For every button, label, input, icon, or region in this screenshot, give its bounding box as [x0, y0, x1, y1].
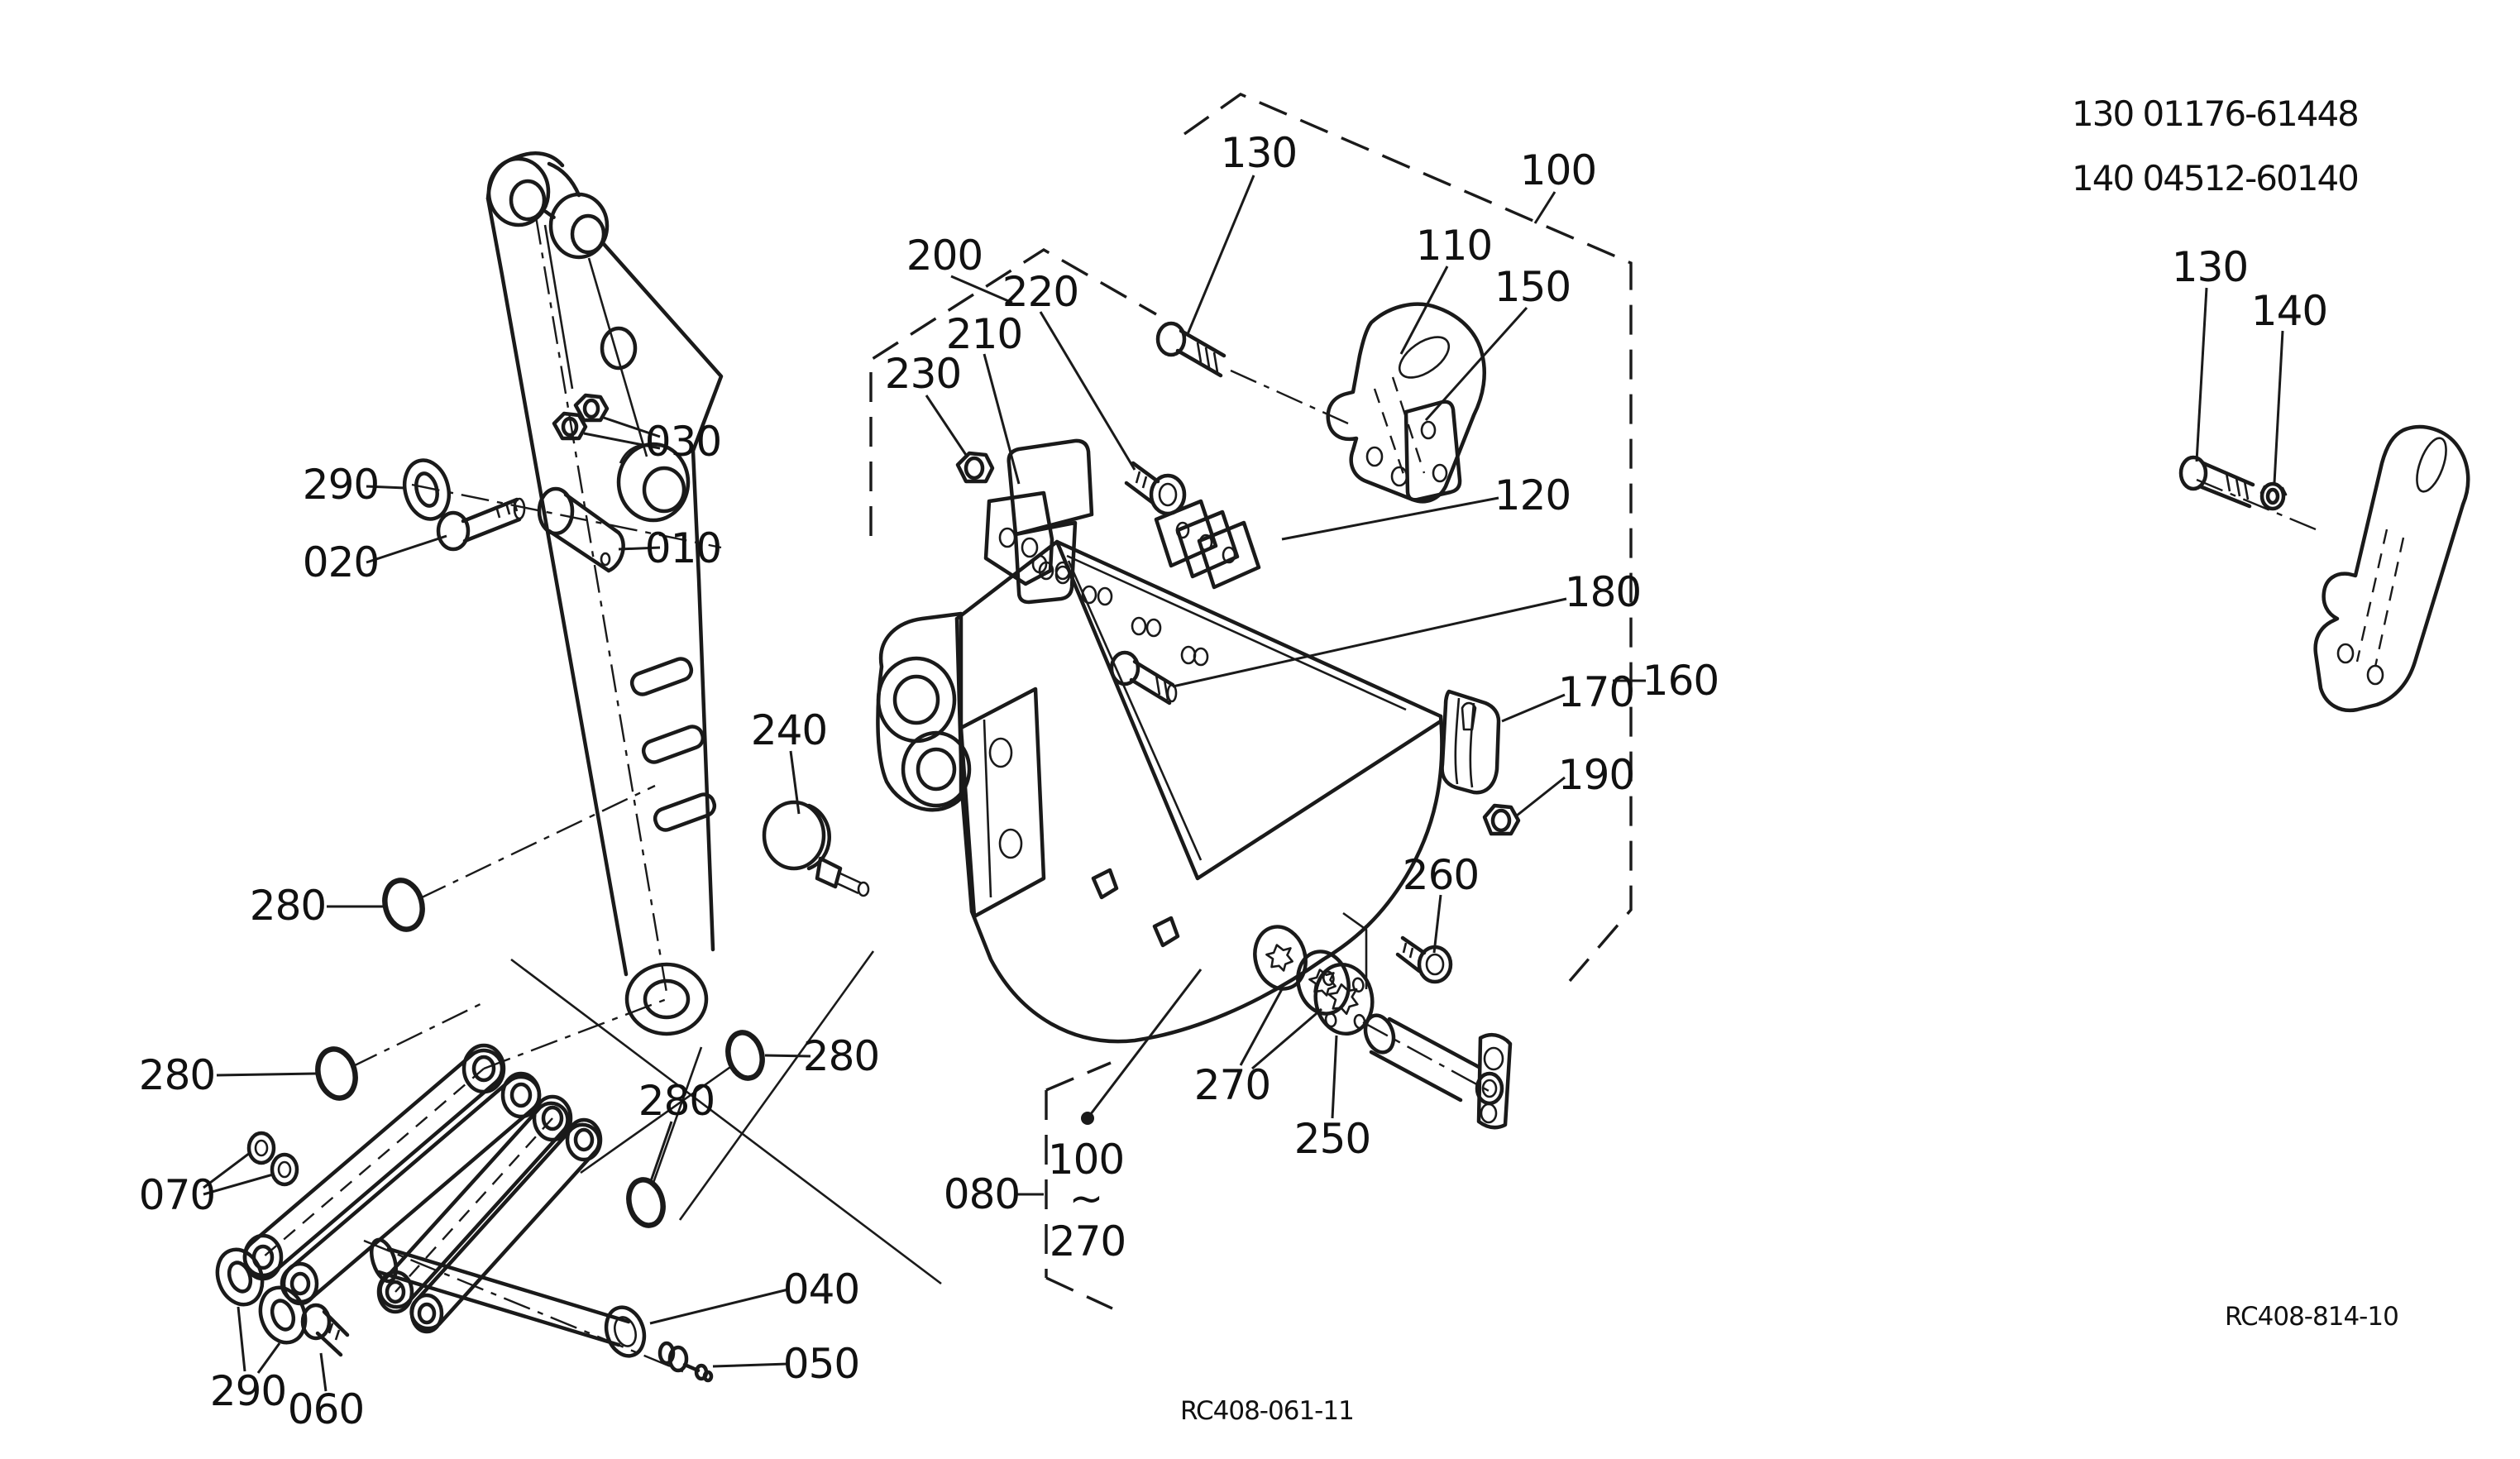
callout-~: ~: [1069, 1174, 1103, 1222]
callout-230: 230: [885, 350, 961, 398]
callout-290: 290: [210, 1367, 286, 1415]
callout-030: 030: [645, 418, 721, 466]
washers-290: [215, 1247, 308, 1345]
group-boundary-080: [1045, 1061, 1113, 1310]
lock-washers-270: [1253, 925, 1351, 1016]
shim-150: [1403, 399, 1462, 502]
callout-130: 130: [2172, 243, 2248, 291]
arm: [485, 151, 724, 1036]
group-boundary-200: [869, 248, 1157, 536]
callout-280: 280: [250, 882, 326, 930]
callout-290: 290: [303, 461, 379, 509]
washers-070: [246, 1131, 299, 1187]
callout-020: 020: [303, 538, 379, 586]
callout-260: 260: [1403, 851, 1479, 899]
bolt-180: [1109, 650, 1178, 706]
link-pin: [1362, 1013, 1513, 1130]
callout-190: 190: [1558, 751, 1634, 799]
callout-110: 110: [1416, 222, 1492, 270]
detail-tooth: [2313, 424, 2470, 713]
group-boundary-100: [1183, 93, 1633, 983]
callout-040: 040: [783, 1265, 859, 1313]
tooth-group: [1154, 302, 1486, 590]
callout-280: 280: [139, 1051, 215, 1099]
drawing-number-detail: RC408-814-10: [2225, 1302, 2398, 1332]
callout-280: 280: [803, 1032, 879, 1080]
bolt-060: [300, 1303, 350, 1357]
callout-270: 270: [1194, 1061, 1270, 1109]
callout-220: 220: [1002, 268, 1078, 316]
callout-100: 100: [1048, 1136, 1124, 1184]
callout-210: 210: [946, 310, 1022, 358]
callout-180: 180: [1565, 568, 1641, 616]
bushing-240: [762, 800, 870, 897]
callout-100: 100: [1520, 146, 1596, 194]
callout-270: 270: [1050, 1217, 1126, 1265]
callout-130: 130: [1221, 129, 1297, 177]
pin-040: [363, 1237, 687, 1375]
callout-050: 050: [783, 1340, 859, 1388]
callout-280: 280: [638, 1077, 715, 1125]
leader-lines: [203, 175, 1646, 1392]
bucket: [876, 490, 1444, 1044]
side-cutter-group: [955, 438, 1187, 605]
callout-070: 070: [139, 1171, 215, 1219]
callout-170: 170: [1558, 668, 1634, 716]
pivot-hardware: [402, 393, 722, 573]
callout-200: 200: [906, 232, 983, 280]
callout-140: 140: [2251, 287, 2327, 335]
bolt-130-main: [1155, 321, 1349, 425]
detail-nut-140: [2259, 481, 2288, 511]
grease-fitting-050: [657, 1341, 714, 1383]
callout-120: 120: [1494, 471, 1571, 519]
callout-080: 080: [944, 1170, 1020, 1218]
part-ref-line-1: 130 01176-61448: [2072, 93, 2358, 134]
adapter-group: [762, 689, 1521, 1130]
nut-230: [955, 451, 995, 484]
bolt-220: [1124, 461, 1187, 516]
drawing-number-main: RC408-061-11: [1180, 1396, 1354, 1426]
callout-250: 250: [1294, 1115, 1370, 1163]
adapter-170: [1440, 689, 1501, 795]
callout-160: 160: [1643, 657, 1719, 705]
linkage-group: [215, 784, 942, 1383]
callout-150: 150: [1494, 263, 1571, 311]
callout-240: 240: [751, 706, 827, 754]
callout-060: 060: [288, 1385, 364, 1433]
shim-stack-120: [1154, 499, 1261, 590]
o-rings-280: [315, 878, 765, 1228]
nut-190: [1482, 803, 1521, 836]
detail-bolt-130: [2178, 455, 2317, 531]
detail-inset: [2178, 287, 2470, 713]
plate-250: [1313, 962, 1375, 1036]
side-cutter-210: [1007, 438, 1094, 605]
part-ref-line-2: 140 04512-60140: [2072, 158, 2358, 199]
callout-010: 010: [645, 524, 721, 572]
